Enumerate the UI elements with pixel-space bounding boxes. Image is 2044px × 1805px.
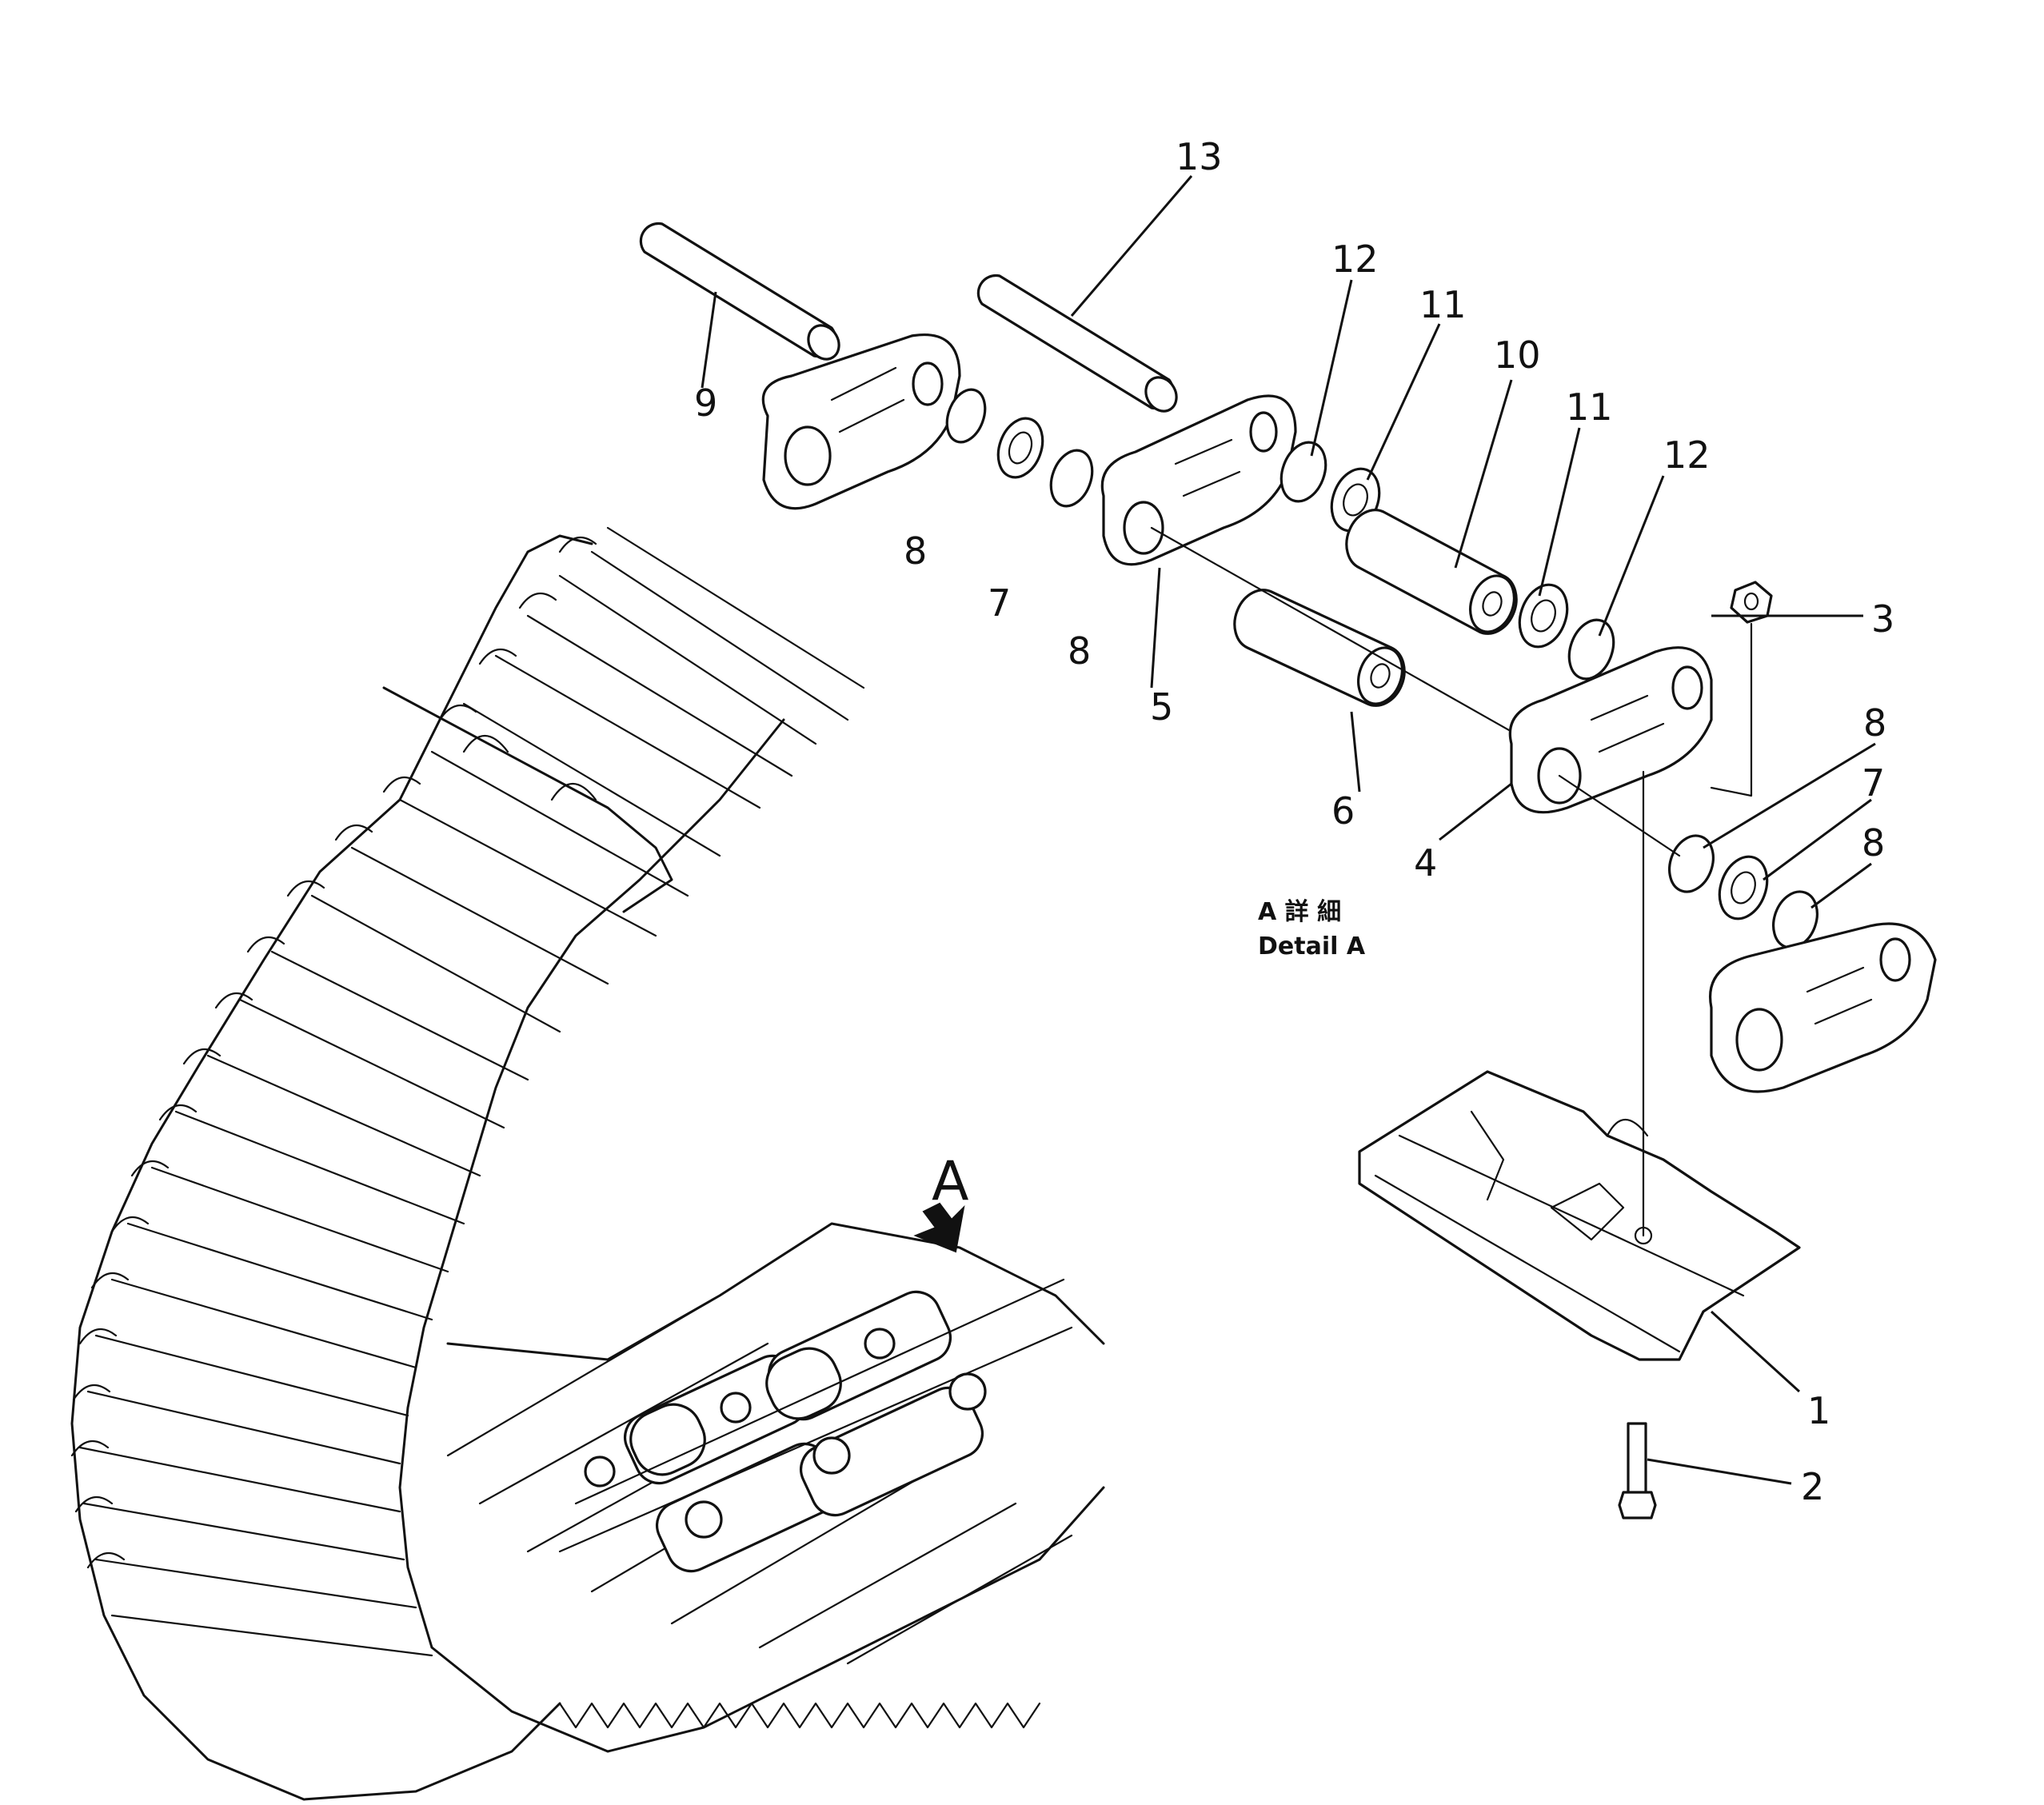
part-5-link xyxy=(1100,394,1297,566)
part-8-washer-b xyxy=(1049,449,1094,508)
part-4-link xyxy=(1508,646,1713,814)
detail-title-en: Detail A xyxy=(1258,932,1366,960)
part-3-nut xyxy=(1710,581,1773,797)
left-link xyxy=(761,333,961,510)
part-8-washer-c xyxy=(1668,834,1715,893)
callout-5: 5 xyxy=(1150,685,1173,729)
exploded-parts xyxy=(639,222,1937,1519)
detail-a-caption: A 詳 細 Detail A xyxy=(1258,898,1366,960)
view-a-label: A xyxy=(932,1150,969,1213)
callout-7: 7 xyxy=(1862,761,1885,805)
part-13-pin xyxy=(976,274,1178,413)
callout-1: 1 xyxy=(1807,1389,1830,1432)
callout-11: 11 xyxy=(1566,385,1613,429)
callout-2: 2 xyxy=(1801,1465,1824,1508)
callout-11: 11 xyxy=(1419,283,1467,326)
track-link-chain xyxy=(558,1278,1073,1573)
part-7-seal-a xyxy=(996,417,1044,479)
part-2-bolt xyxy=(1618,1422,1657,1519)
callout-labels: 13 12 11 10 11 12 9 8 7 8 5 6 3 8 7 8 4 … xyxy=(694,135,1894,1508)
track-assembly: A xyxy=(70,526,1105,1801)
callout-9: 9 xyxy=(694,381,717,425)
part-11-seal-b xyxy=(1518,583,1569,649)
callout-4: 4 xyxy=(1414,841,1437,885)
right-lower-link xyxy=(1709,922,1937,1093)
part-10-bushing xyxy=(1345,509,1518,635)
detail-title-jp: A 詳 細 xyxy=(1258,898,1341,926)
part-9-pin xyxy=(639,222,840,361)
callout-7: 7 xyxy=(988,581,1011,625)
callout-12: 12 xyxy=(1331,238,1379,281)
callout-8: 8 xyxy=(1862,821,1885,865)
callout-8: 8 xyxy=(1863,701,1886,745)
view-arrow-a xyxy=(913,1202,965,1253)
part-8-washer-a xyxy=(945,388,987,444)
part-7-seal-b xyxy=(1718,855,1769,920)
callout-6: 6 xyxy=(1331,789,1355,833)
part-12-ring-b xyxy=(1567,618,1615,681)
part-6-bushing xyxy=(1233,589,1406,707)
callout-8: 8 xyxy=(904,529,927,573)
callout-10: 10 xyxy=(1494,333,1541,377)
part-1-track-shoe xyxy=(1358,1070,1801,1361)
callout-8: 8 xyxy=(1068,629,1091,673)
callout-13: 13 xyxy=(1176,135,1223,178)
callout-12: 12 xyxy=(1663,433,1711,477)
callout-3: 3 xyxy=(1871,597,1894,641)
callout-leaders xyxy=(701,175,1876,1485)
track-grousers xyxy=(78,526,865,1657)
